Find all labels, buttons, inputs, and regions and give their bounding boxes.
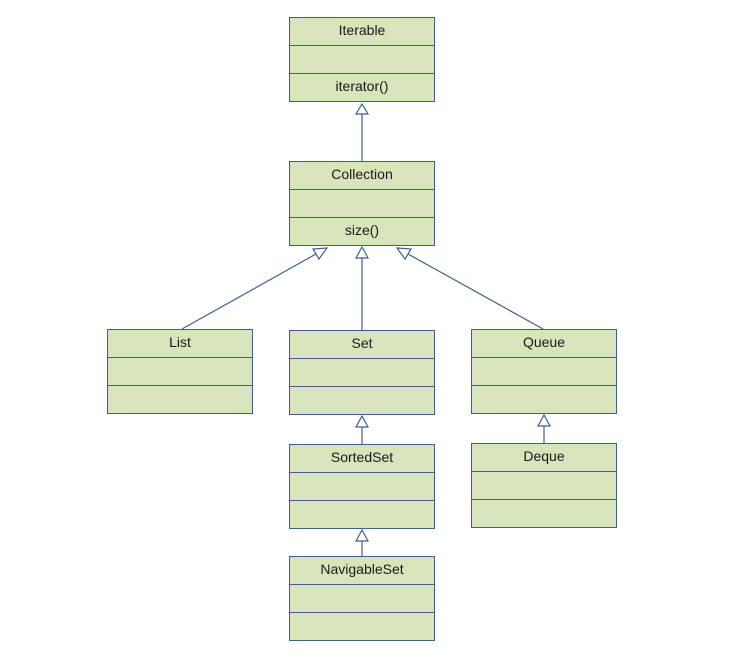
- class-methods: [290, 500, 434, 528]
- class-iterable[interactable]: Iterable iterator(): [289, 17, 435, 102]
- class-attributes: [290, 189, 434, 217]
- class-attributes: [290, 358, 434, 386]
- class-methods: size(): [290, 217, 434, 245]
- arrowhead-queue: [536, 413, 552, 427]
- class-attributes: [472, 357, 616, 385]
- class-queue[interactable]: Queue: [471, 329, 617, 414]
- class-name: Queue: [522, 334, 566, 350]
- class-name: Deque: [523, 448, 565, 464]
- class-collection[interactable]: Collection size(): [289, 161, 435, 246]
- class-name: List: [169, 334, 191, 350]
- class-navigableset[interactable]: NavigableSet: [289, 556, 435, 641]
- class-name: Collection: [331, 166, 393, 182]
- class-name: Iterable: [338, 22, 386, 38]
- class-deque[interactable]: Deque: [471, 443, 617, 528]
- class-methods: [290, 386, 434, 414]
- arrowhead-collection-left: [311, 247, 329, 261]
- arrowhead-collection-right: [395, 247, 413, 261]
- class-sortedset[interactable]: SortedSet: [289, 444, 435, 529]
- class-methods: [290, 612, 434, 640]
- class-methods: [472, 499, 616, 527]
- arrowhead-sortedset: [354, 528, 370, 542]
- class-name: Set: [351, 335, 373, 351]
- class-attributes: [290, 472, 434, 500]
- class-attributes: [472, 471, 616, 499]
- arrowhead-collection-center: [354, 245, 370, 259]
- arrowhead-iterable: [354, 102, 370, 115]
- class-attributes: [290, 584, 434, 612]
- class-methods: iterator(): [290, 73, 434, 101]
- class-methods: [108, 385, 252, 413]
- arrowhead-set: [354, 414, 370, 428]
- class-methods: [472, 385, 616, 413]
- edge-queue-collection: [407, 253, 544, 330]
- class-attributes: [108, 357, 252, 385]
- class-set[interactable]: Set: [289, 330, 435, 415]
- class-name: NavigableSet: [320, 561, 404, 577]
- class-name: SortedSet: [330, 449, 394, 465]
- class-list[interactable]: List: [107, 329, 253, 414]
- edge-list-collection: [181, 253, 317, 330]
- class-attributes: [290, 45, 434, 73]
